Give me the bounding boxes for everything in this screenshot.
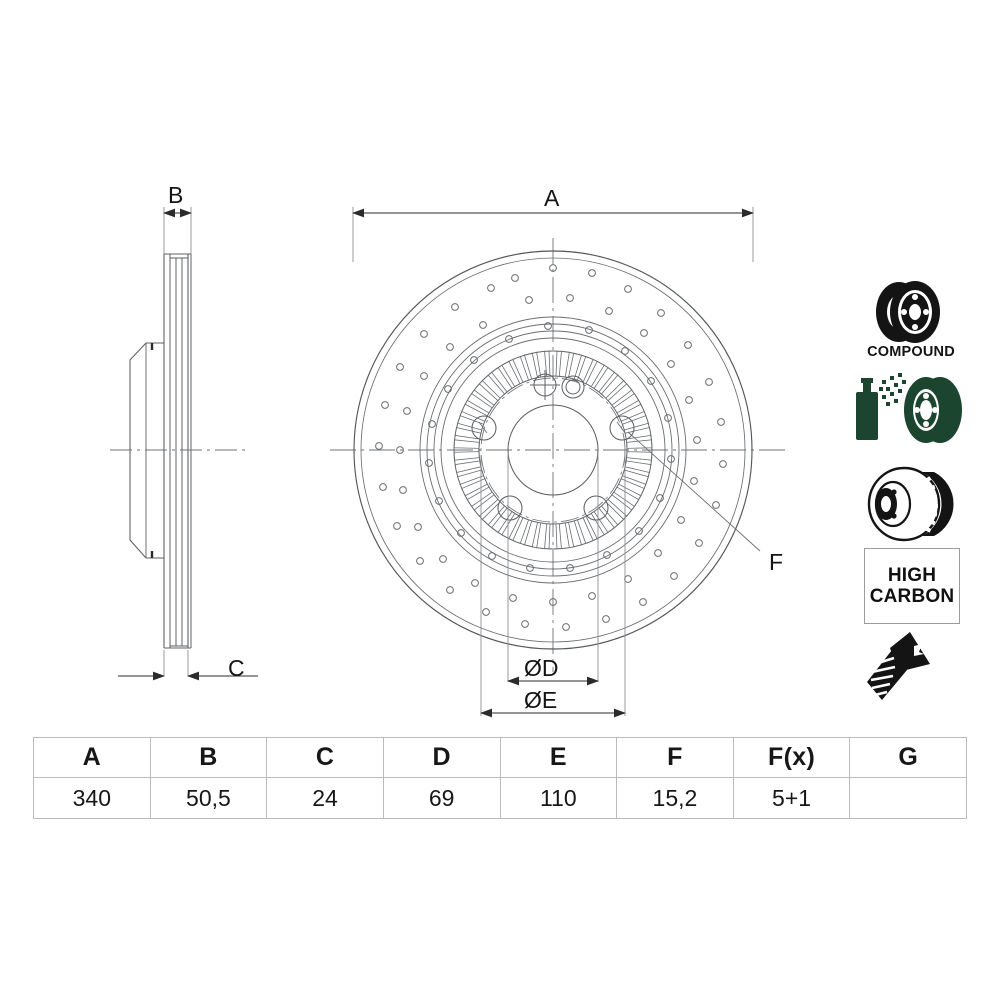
table-header-d: D <box>382 737 501 778</box>
countersunk-screw-icon <box>867 632 930 700</box>
disc-side-section-view <box>110 207 258 681</box>
disc-front-view <box>330 238 790 672</box>
compound-icon-caption: COMPOUND <box>867 344 955 360</box>
compound-disc-icon <box>876 281 940 343</box>
dimension-d-e <box>479 455 627 718</box>
dimension-label-c: C <box>228 655 245 681</box>
table-value-b: 50,5 <box>149 777 268 819</box>
table-header-a: A <box>33 737 151 778</box>
table-header-g: G <box>849 737 967 778</box>
table-header-b: B <box>149 737 268 778</box>
dimension-label-a: A <box>544 185 560 211</box>
feature-icons-artwork <box>856 281 962 700</box>
vented-disc-icon <box>867 466 954 542</box>
table-value-g <box>849 777 967 819</box>
table-value-a: 340 <box>33 777 151 819</box>
dimension-label-b: B <box>168 182 184 208</box>
table-header-e: E <box>499 737 618 778</box>
specification-table: A B C D E F F(x) G 340 50,5 24 69 110 15… <box>33 737 967 819</box>
high-carbon-line2: CARBON <box>869 586 955 607</box>
table-value-f: 15,2 <box>616 777 734 819</box>
table-header-fx: F(x) <box>732 737 851 778</box>
table-value-e: 110 <box>499 777 618 819</box>
table-value-d: 69 <box>382 777 501 819</box>
table-value-row: 340 50,5 24 69 110 15,2 5+1 <box>33 777 967 819</box>
high-carbon-line1: HIGH <box>887 564 937 586</box>
dimension-label-d: ØD <box>524 655 559 681</box>
table-header-c: C <box>266 737 384 778</box>
dimension-label-f: F <box>769 549 784 575</box>
dimension-a <box>351 207 755 262</box>
table-value-c: 24 <box>266 777 384 819</box>
high-carbon-badge: HIGH CARBON <box>864 548 960 624</box>
table-header-f: F <box>616 737 734 778</box>
table-header-row: A B C D E F F(x) G <box>33 737 967 778</box>
table-value-fx: 5+1 <box>732 777 851 819</box>
dimension-label-e: ØE <box>524 687 558 713</box>
spray-coated-disc-icon <box>856 373 962 443</box>
